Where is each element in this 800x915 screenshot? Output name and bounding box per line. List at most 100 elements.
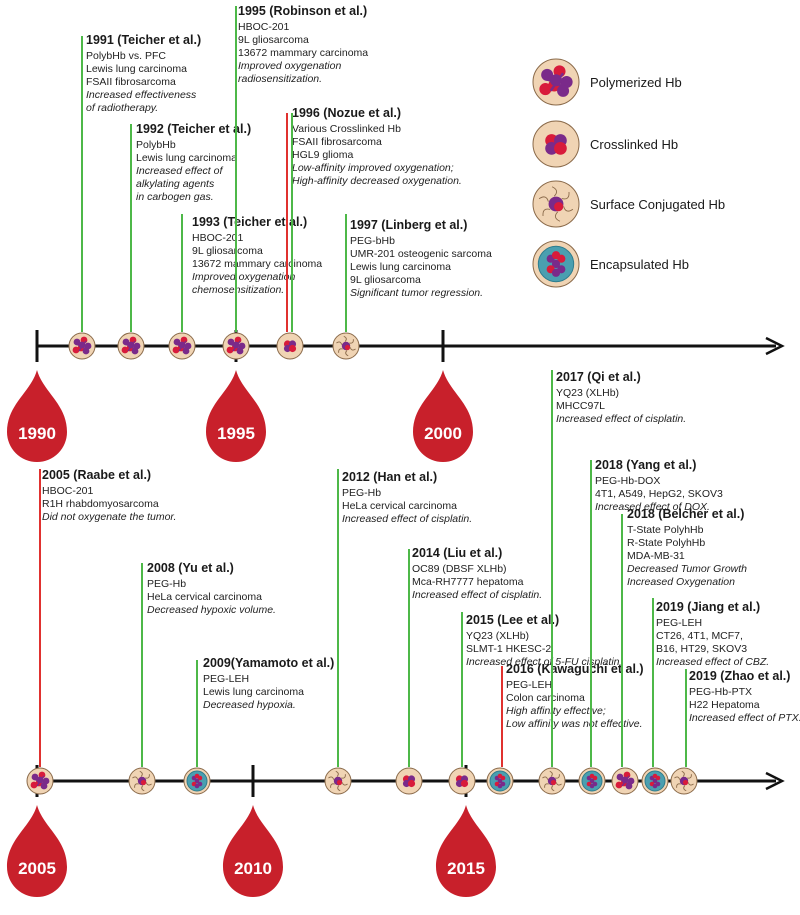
conjugated-hb-marker-icon: [324, 767, 352, 795]
event-detail: HBOC-201: [238, 21, 290, 33]
event-outcome: Increased effect of CBZ.: [656, 656, 769, 668]
event-detail: CT26, 4T1, MCF7,: [656, 630, 743, 642]
event-outcome: Increased effectiveness: [86, 89, 197, 101]
event-2018: 2018 (Belcher et al.) T-State PolyhHbR-St…: [621, 507, 747, 767]
event-detail: FSAII fibrosarcoma: [292, 136, 382, 148]
event-detail: PEG-LEH: [203, 673, 249, 685]
event-detail: 9L gliosarcoma: [238, 34, 309, 46]
event-detail: Lewis lung carcinoma: [136, 152, 237, 164]
event-outcome: Improved oxygenation: [238, 60, 341, 72]
event-detail: PEG-bHb: [350, 235, 395, 247]
event-detail: PolybHb: [136, 139, 176, 151]
event-detail: PEG-Hb-DOX: [595, 475, 660, 487]
event-detail: PEG-LEH: [656, 617, 702, 629]
legend-item-crosslinked: Crosslinked Hb: [532, 120, 678, 168]
event-detail: PEG-LEH: [506, 679, 552, 691]
year-drop-1995: 1995: [206, 370, 266, 462]
blood-drop-icon: [436, 805, 496, 897]
event-detail: PEG-Hb: [342, 487, 381, 499]
event-detail: YQ23 (XLHb): [466, 630, 529, 642]
event-outcome: Low affinity was not effective.: [506, 718, 643, 730]
crosslinked-hb-icon: [532, 120, 580, 168]
event-title: 2018 (Belcher et al.): [627, 507, 744, 521]
legend-label: Surface Conjugated Hb: [590, 197, 725, 212]
year-label: 2005: [18, 859, 56, 878]
event-outcome: Did not oxygenate the tumor.: [42, 511, 176, 523]
polymerized-hb-marker-icon: [117, 332, 145, 360]
event-detail: Lewis lung carcinoma: [350, 261, 451, 273]
event-outcome: Increased effect of cisplatin.: [556, 413, 686, 425]
event-2015: 2015 (Lee et al.) YQ23 (XLHb)SLMT-1 HKESC…: [461, 612, 620, 767]
event-title: 2016 (Kawaguchi et al.): [506, 662, 644, 676]
event-detail: 4T1, A549, HepG2, SKOV3: [595, 488, 723, 500]
event-title: 1992 (Teicher et al.): [136, 122, 251, 136]
polymerized-hb-marker-icon: [68, 332, 96, 360]
event-outcome: of radiotherapy.: [86, 102, 158, 114]
event-detail: R1H rhabdomyosarcoma: [42, 498, 159, 510]
blood-drop-icon: [206, 370, 266, 462]
year-label: 2010: [234, 859, 272, 878]
legend: Polymerized Hb Crosslinked Hb Surface Conj…: [532, 58, 725, 288]
event-detail: YQ23 (XLHb): [556, 387, 619, 399]
event-title: 2005 (Raabe et al.): [42, 468, 151, 482]
legend-label: Encapsulated Hb: [590, 257, 689, 272]
event-detail: B16, HT29, SKOV3: [656, 643, 747, 655]
event-title: 1996 (Nozue et al.): [292, 106, 401, 120]
legend-item-encapsulated: Encapsulated Hb: [532, 240, 689, 288]
event-detail: Various Crosslinked Hb: [292, 123, 401, 135]
year-label: 2015: [447, 859, 485, 878]
conjugated-hb-marker-icon: [670, 767, 698, 795]
event-detail: T-State PolyhHb: [627, 524, 704, 536]
event-detail: R-State PolyhHb: [627, 537, 705, 549]
event-detail: Lewis lung carcinoma: [86, 63, 187, 75]
event-detail: H22 Hepatoma: [689, 699, 760, 711]
event-detail: PolybHb vs. PFC: [86, 50, 166, 62]
event-title: 2015 (Lee et al.): [466, 613, 559, 627]
year-drop-2015: 2015: [436, 805, 496, 897]
event-detail: FSAII fibrosarcoma: [86, 76, 176, 88]
event-detail: 13672 mammary carcinoma: [192, 258, 322, 270]
event-detail: UMR-201 osteogenic sarcoma: [350, 248, 492, 260]
conjugated-hb-marker-icon: [538, 767, 566, 795]
event-detail: OC89 (DBSF XLHb): [412, 563, 507, 575]
blood-drop-icon: [413, 370, 473, 462]
polymerized-hb-marker-icon: [26, 767, 54, 795]
event-outcome: Increased effect of PTX.: [689, 712, 800, 724]
event-detail: 9L gliosarcoma: [350, 274, 421, 286]
event-title: 1997 (Linberg et al.): [350, 218, 467, 232]
event-detail: MDA-MB-31: [627, 550, 685, 562]
event-outcome: Increased effect of cisplatin.: [412, 589, 542, 601]
event-detail: PEG-Hb: [147, 578, 186, 590]
year-drop-2000: 2000: [413, 370, 473, 462]
event-detail: HeLa cervical carcinoma: [342, 500, 457, 512]
event-detail: 9L gliosarcoma: [192, 245, 263, 257]
encapsulated-hb-marker-icon: [641, 767, 669, 795]
event-detail: SLMT-1 HKESC-2: [466, 643, 551, 655]
event-detail: Lewis lung carcinoma: [203, 686, 304, 698]
polymerized-hb-icon: [532, 58, 580, 106]
event-outcome: Improved oxygenation: [192, 271, 295, 283]
blood-drop-icon: [7, 370, 67, 462]
polymerized-hb-marker-icon: [222, 332, 250, 360]
legend-label: Polymerized Hb: [590, 75, 682, 90]
event-detail: HBOC-201: [42, 485, 94, 497]
event-title: 1993 (Teicher et al.): [192, 215, 307, 229]
arrow-head-icon: [765, 771, 785, 791]
event-detail: HBOC-201: [192, 232, 244, 244]
event-2014: 2014 (Liu et al.)OC89 (DBSF XLHb)Mca-RH7…: [408, 546, 542, 767]
crosslinked-hb-marker-icon: [395, 767, 423, 795]
event-outcome: Decreased hypoxic volume.: [147, 604, 276, 616]
encapsulated-hb-icon: [532, 240, 580, 288]
event-title: 2019 (Jiang et al.): [656, 600, 760, 614]
